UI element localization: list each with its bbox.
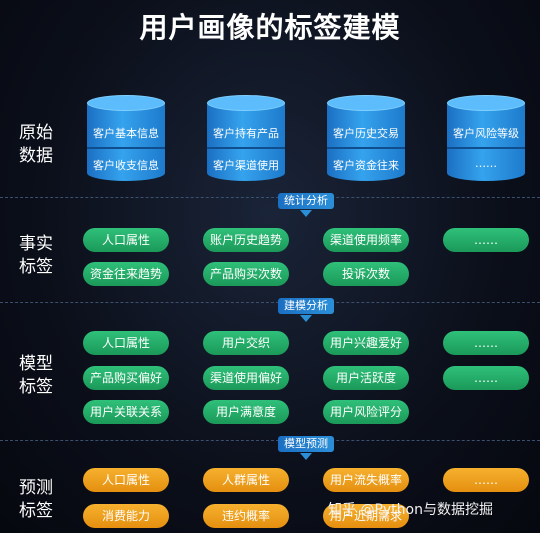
watermark: 知乎 @Python与数据挖掘 xyxy=(328,502,493,518)
model-tag: 人口属性 xyxy=(83,331,169,355)
down-arrow-icon xyxy=(300,315,312,322)
fact-tag: 资金往来趋势 xyxy=(83,262,169,286)
model-tag: 用户风险评分 xyxy=(323,400,409,424)
model-tag: 用户交织 xyxy=(203,331,289,355)
divider xyxy=(0,302,540,303)
database-label: 客户持有产品 xyxy=(213,127,279,140)
step-label-statistics: 统计分析 xyxy=(278,193,334,209)
predict-tag: 用户流失概率 xyxy=(323,468,409,492)
database-cylinder: 客户持有产品 客户渠道使用 xyxy=(207,95,285,187)
fact-tag: …… xyxy=(443,228,529,252)
predict-tag: 人口属性 xyxy=(83,468,169,492)
database-cylinder: 客户历史交易 客户资金往来 xyxy=(327,95,405,187)
database-cylinder: 客户基本信息 客户收支信息 xyxy=(87,95,165,187)
database-label: 客户历史交易 xyxy=(333,127,399,140)
row-label-predict: 预测 标签 xyxy=(19,478,53,521)
divider xyxy=(0,197,540,198)
model-tag: 用户关联关系 xyxy=(83,400,169,424)
predict-tag: 消费能力 xyxy=(83,504,169,528)
model-tag: 渠道使用偏好 xyxy=(203,366,289,390)
divider xyxy=(0,440,540,441)
database-label: 客户渠道使用 xyxy=(213,159,279,172)
database-label: 客户风险等级 xyxy=(453,127,519,140)
step-label-prediction: 模型预测 xyxy=(278,436,334,452)
fact-tag: 渠道使用频率 xyxy=(323,228,409,252)
fact-tag: 投诉次数 xyxy=(323,262,409,286)
fact-tag: 人口属性 xyxy=(83,228,169,252)
predict-tag: 人群属性 xyxy=(203,468,289,492)
fact-tag: 账户历史趋势 xyxy=(203,228,289,252)
model-tag: 用户满意度 xyxy=(203,400,289,424)
down-arrow-icon xyxy=(300,453,312,460)
row-label-raw: 原始 数据 xyxy=(19,123,53,166)
row-label-fact: 事实 标签 xyxy=(19,234,53,277)
page-title: 用户画像的标签建模 xyxy=(139,11,401,44)
predict-tag: 用户近期需求 xyxy=(323,504,409,528)
model-tag: 产品购买偏好 xyxy=(83,366,169,390)
model-tag: 用户活跃度 xyxy=(323,366,409,390)
model-tag: …… xyxy=(443,331,529,355)
database-label: …… xyxy=(475,157,497,170)
model-tag: …… xyxy=(443,366,529,390)
row-label-model: 模型 标签 xyxy=(19,354,53,397)
step-label-modeling: 建模分析 xyxy=(278,298,334,314)
database-label: 客户基本信息 xyxy=(93,127,159,140)
database-label: 客户资金往来 xyxy=(333,159,399,172)
fact-tag: 产品购买次数 xyxy=(203,262,289,286)
down-arrow-icon xyxy=(300,210,312,217)
predict-tag: …… xyxy=(443,468,529,492)
model-tag: 用户兴趣爱好 xyxy=(323,331,409,355)
database-label: 客户收支信息 xyxy=(93,159,159,172)
predict-tag: 违约概率 xyxy=(203,504,289,528)
database-cylinder: 客户风险等级 …… xyxy=(447,95,525,187)
